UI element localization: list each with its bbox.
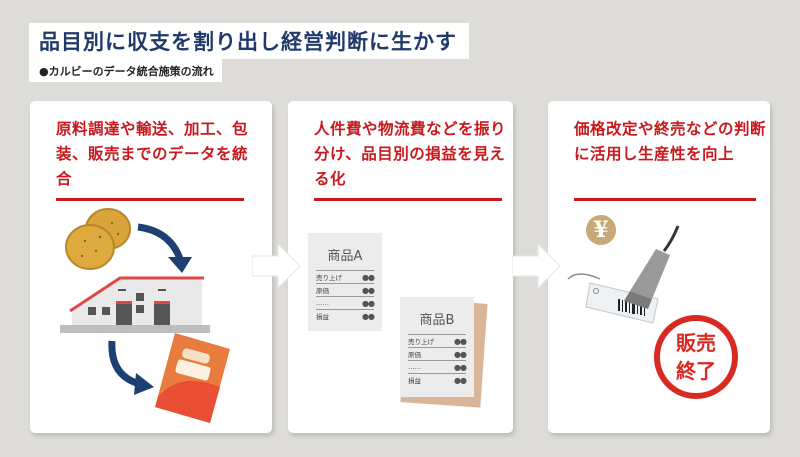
doc-b-row: ……●●: [408, 360, 467, 373]
doc-a-row: ……●●: [316, 296, 375, 309]
arrow-icon: [108, 340, 154, 395]
barcode-scanner-icon: [624, 225, 680, 309]
potato-icon: [65, 208, 131, 270]
doc-a-title: 商品A: [327, 249, 363, 264]
doc-b-row: 損益●●: [408, 373, 467, 386]
doc-b-row: 原価●●: [408, 347, 467, 360]
step-3-heading: 価格改定や終売などの判断に活用し生産性を向上: [574, 120, 767, 163]
factory-icon: [60, 276, 210, 333]
doc-a-row: 原価●●: [316, 283, 375, 296]
step-card-2: 人件費や物流費などを振り分け、品目別の損益を見える化 商品A 売り上げ●● 原価…: [288, 101, 513, 433]
barcode-scanner-illustration: [567, 225, 680, 324]
page-subtitle: ●カルビーのデータ統合施策の流れ: [39, 64, 214, 78]
doc-a-row: 売り上げ●●: [316, 270, 375, 283]
sales-end-stamp: 販売 終了: [654, 315, 738, 399]
step-1-illustration: [60, 208, 230, 423]
doc-b-row: 売り上げ●●: [408, 334, 467, 347]
step-3-divider: [574, 198, 756, 201]
step-card-1: 原料調達や輸送、加工、包装、販売までのデータを統合: [30, 101, 272, 433]
document-product-a: 商品A 売り上げ●● 原価●● ……●● 損益●●: [308, 233, 382, 331]
document-product-b: 商品B 売り上げ●● 原価●● ……●● 損益●●: [400, 297, 474, 397]
step-1-divider: [56, 198, 244, 201]
arrow-icon: [137, 223, 192, 273]
step-1-heading: 原料調達や輸送、加工、包装、販売までのデータを統合: [56, 120, 249, 188]
doc-b-title: 商品B: [419, 313, 455, 328]
title-banner: 品目別に収支を割り出し経営判断に生かす: [29, 23, 469, 59]
flow-arrow-right-icon: [252, 244, 301, 288]
page-title: 品目別に収支を割り出し経営判断に生かす: [39, 30, 457, 54]
flow-arrow-right-icon: [512, 244, 561, 288]
step-2-divider: [314, 198, 502, 201]
doc-a-row: 損益●●: [316, 309, 375, 322]
yen-coin-icon: ¥: [586, 215, 616, 245]
step-2-heading: 人件費や物流費などを振り分け、品目別の損益を見える化: [314, 120, 507, 188]
stamp-line-2: 終了: [676, 359, 716, 383]
snack-bag-icon: [155, 333, 230, 423]
step-card-3: 価格改定や終売などの判断に活用し生産性を向上 ¥ 販売 終了: [548, 101, 770, 433]
subtitle-banner: ●カルビーのデータ統合施策の流れ: [29, 59, 222, 82]
stamp-line-1: 販売: [676, 331, 716, 355]
